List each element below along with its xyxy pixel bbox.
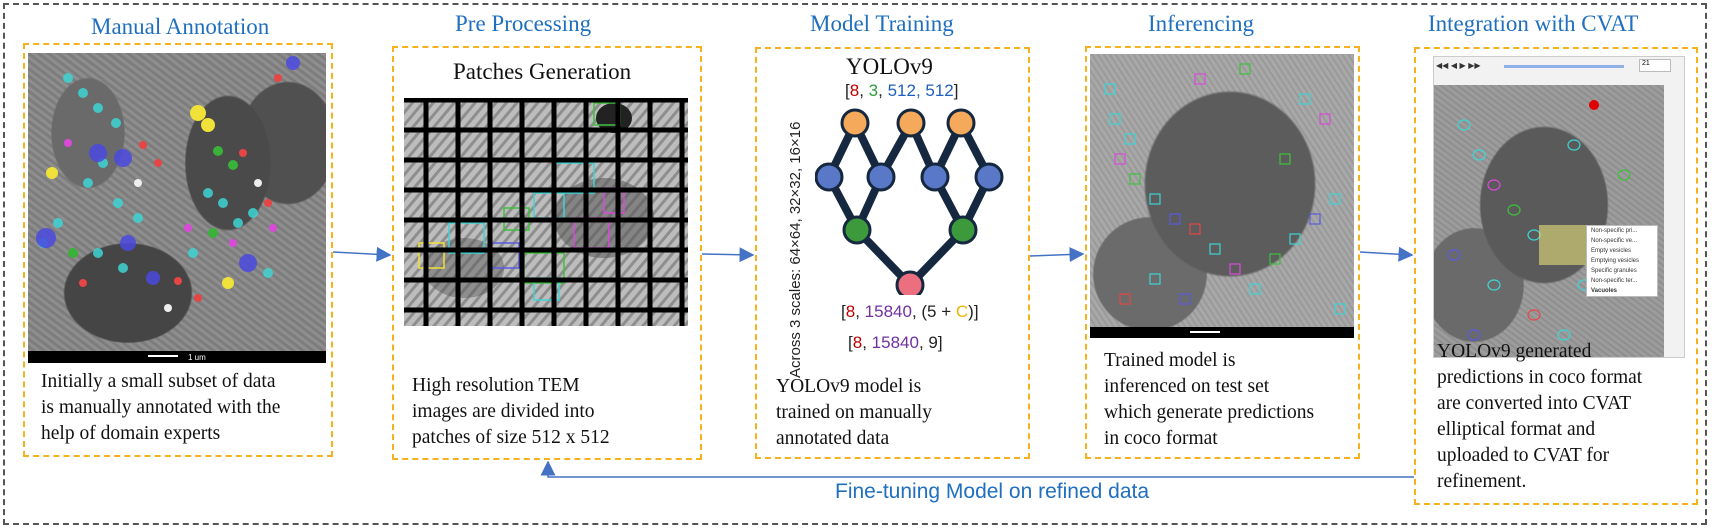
prediction-boxes	[1090, 63, 1354, 338]
tensor-part: )]	[968, 302, 979, 321]
tensor-part: ,	[862, 333, 872, 352]
desc-line: which generate predictions	[1104, 402, 1315, 423]
output-tensor: [8, 15840, (5 + C)]	[841, 302, 979, 322]
tensor-part: 8	[852, 333, 863, 352]
desc-line: YOLOv9 generated	[1437, 341, 1592, 362]
desc-line: are converted into CVAT	[1437, 393, 1632, 414]
stage-desc-model-training: YOLOv9 model is trained on manually anno…	[776, 374, 932, 452]
network-node-top	[896, 108, 926, 138]
desc-line: uploaded to CVAT for	[1437, 445, 1610, 466]
tensor-part: ,	[878, 81, 888, 100]
desc-line: Trained model is	[1104, 350, 1236, 371]
cvat-menu-item[interactable]: Empty vesicles	[1591, 248, 1632, 254]
tensor-part: ,	[859, 81, 869, 100]
stage-desc-inferencing: Trained model is inferenced on test set …	[1104, 348, 1314, 452]
cvat-menu-item[interactable]: Non-specific ter...	[1591, 278, 1638, 284]
desc-line: Initially a small subset of data	[41, 371, 276, 392]
tensor-part: [	[841, 302, 846, 321]
stage-desc-pre-processing: High resolution TEM images are divided i…	[412, 373, 610, 451]
annotated-tem-image: 1 um	[28, 53, 326, 363]
desc-line: elliptical format and	[1437, 419, 1596, 440]
desc-line: trained on manually	[776, 402, 932, 423]
tensor-part: [	[848, 333, 853, 352]
cvat-label-menu[interactable]: Non-specific pri... Non-specific ve... E…	[1586, 225, 1658, 297]
tensor-part: , (5 +	[911, 302, 956, 321]
tensor-part: C	[955, 302, 969, 321]
final-tensor: [8, 15840, 9]	[848, 333, 943, 353]
cvat-menu-item[interactable]: Specific granules	[1591, 268, 1637, 274]
stage-title-pre-processing: Pre Processing	[455, 11, 592, 36]
feedback-arrow	[540, 460, 1414, 478]
patch-grid	[404, 98, 688, 326]
network-node-top	[840, 108, 870, 138]
network-node-middle	[974, 162, 1004, 192]
patches-generation-title: Patches Generation	[453, 59, 632, 84]
stage-title-integration-cvat: Integration with CVAT	[1428, 11, 1639, 36]
inference-result-image	[1090, 54, 1354, 338]
cvat-menu-item[interactable]: Vacuoles	[1591, 288, 1618, 294]
stage-title-manual-annotation: Manual Annotation	[91, 14, 270, 39]
arrow-annotation-to-preprocessing	[332, 246, 392, 262]
cvat-screenshot: ◀◀ ◀ ▶ ▶▶ 21 Non-specific pri... Non-spe…	[1433, 56, 1685, 358]
cvat-menu-item[interactable]: Non-specific pri...	[1591, 228, 1638, 234]
diagram-border	[3, 3, 1707, 525]
cvat-frame-slider[interactable]	[1504, 65, 1624, 68]
input-tensor: [8, 3, 512, 512]	[845, 81, 959, 101]
network-node-lower	[948, 215, 978, 245]
cvat-menu-item[interactable]: Emptying vesicles	[1591, 258, 1640, 264]
desc-line: is manually annotated with the	[41, 397, 281, 418]
desc-line: help of domain experts	[41, 423, 221, 444]
arrow-inferencing-to-cvat	[1359, 246, 1414, 262]
stage-box-pre-processing	[392, 46, 702, 460]
desc-line: refinement.	[1437, 471, 1527, 492]
network-node-middle	[920, 162, 950, 192]
desc-line: images are divided into	[412, 401, 595, 422]
stage-title-inferencing: Inferencing	[1148, 11, 1254, 36]
tensor-part: [	[845, 81, 850, 100]
cvat-frame-number[interactable]: 21	[1639, 59, 1671, 72]
cvat-menu-item[interactable]: Non-specific ve...	[1591, 238, 1638, 244]
patch-grid-image	[404, 98, 688, 326]
network-node-lower	[842, 215, 872, 245]
desc-line: in coco format	[1104, 428, 1218, 449]
desc-line: patches of size 512 x 512	[412, 427, 610, 448]
tensor-part: 15840	[864, 302, 912, 321]
stage-box-model-training	[755, 47, 1030, 459]
stage-box-manual-annotation	[23, 43, 333, 457]
stage-desc-integration-cvat: YOLOv9 generated predictions in coco for…	[1437, 339, 1642, 495]
arrow-training-to-inferencing	[1029, 247, 1085, 263]
tensor-part: 512, 512	[887, 81, 954, 100]
stage-box-integration-cvat	[1414, 47, 1698, 505]
stage-box-inferencing	[1085, 46, 1360, 459]
tensor-part: 15840	[871, 333, 919, 352]
stage-desc-manual-annotation: Initially a small subset of data is manu…	[41, 369, 280, 447]
network-node-middle	[866, 162, 896, 192]
arrow-preprocessing-to-training	[701, 247, 755, 263]
tensor-part: ,	[855, 302, 865, 321]
tensor-part: ]	[953, 81, 959, 100]
desc-line: High resolution TEM	[412, 375, 580, 396]
feedback-label: Fine-tuning Model on refined data	[835, 480, 1150, 503]
tensor-part: 8	[845, 302, 856, 321]
network-node-middle	[815, 162, 844, 192]
tensor-part: , 9]	[918, 333, 943, 352]
tensor-part: 8	[849, 81, 860, 100]
desc-line: annotated data	[776, 428, 890, 449]
cvat-player-controls[interactable]: ◀◀ ◀ ▶ ▶▶	[1436, 61, 1481, 70]
network-node-output	[895, 270, 925, 295]
yolo-network-graph	[815, 108, 1004, 295]
desc-line: predictions in coco format	[1437, 367, 1643, 388]
tensor-part: 3	[868, 81, 879, 100]
desc-line: YOLOv9 model is	[776, 376, 922, 397]
desc-line: inferenced on test set	[1104, 376, 1270, 397]
model-name: YOLOv9	[846, 54, 933, 79]
network-node-top	[946, 108, 976, 138]
annotation-markers: 1 um	[28, 56, 326, 363]
scale-bar-text: 1 um	[188, 353, 206, 362]
stage-title-model-training: Model Training	[810, 11, 954, 36]
